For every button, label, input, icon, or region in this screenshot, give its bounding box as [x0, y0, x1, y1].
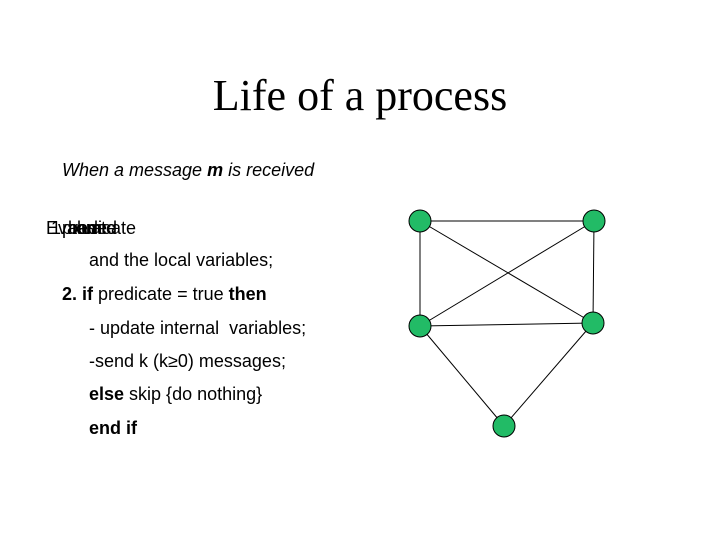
slide-title: Life of a process [212, 71, 508, 120]
predicate-condition: predicate = true [93, 284, 229, 304]
graph-edges [419, 220, 595, 427]
line-end-if: end if [89, 418, 137, 438]
word-based: based [68, 218, 118, 238]
graph-edge [419, 220, 595, 327]
graph-node-bottom [492, 414, 516, 438]
graph-node-middle-right [581, 311, 605, 335]
kw-then: then [228, 284, 267, 304]
subtitle-text-2: is received [223, 160, 315, 180]
word-on: on [76, 218, 97, 238]
line-else: else skip {do nothing} [89, 382, 262, 406]
graph-edge [592, 220, 595, 324]
graph-node-top-right [582, 209, 606, 233]
else-action: skip {do nothing} [124, 384, 263, 404]
kw-else: else [89, 384, 125, 404]
word-predicate: predicate [62, 218, 137, 238]
slide-subtitle: When a message m is received [62, 158, 314, 182]
graph-edge [419, 220, 594, 324]
line-send-messages: -send k (k≥0) messages; [89, 351, 286, 371]
graph-node-middle-left [408, 314, 432, 338]
word-m: m [86, 218, 103, 238]
line-local-variables: and the local variables; [89, 250, 274, 270]
subtitle-message-variable: m [207, 160, 224, 180]
graph-edge [419, 325, 505, 427]
subtitle-text-1: When a message [62, 160, 208, 180]
line-step-2: 2. if predicate = true then [62, 282, 267, 306]
kw-if: 2. if [62, 284, 94, 304]
word-step-number: 1. [51, 218, 67, 238]
graph-edge [419, 322, 594, 327]
graph-edge [503, 322, 594, 427]
graph-nodes [408, 209, 606, 438]
graph-node-top-left [408, 209, 432, 233]
line-update-variables: - update internal variables; [89, 318, 307, 338]
word-evaluate: Evaluate [46, 218, 117, 238]
